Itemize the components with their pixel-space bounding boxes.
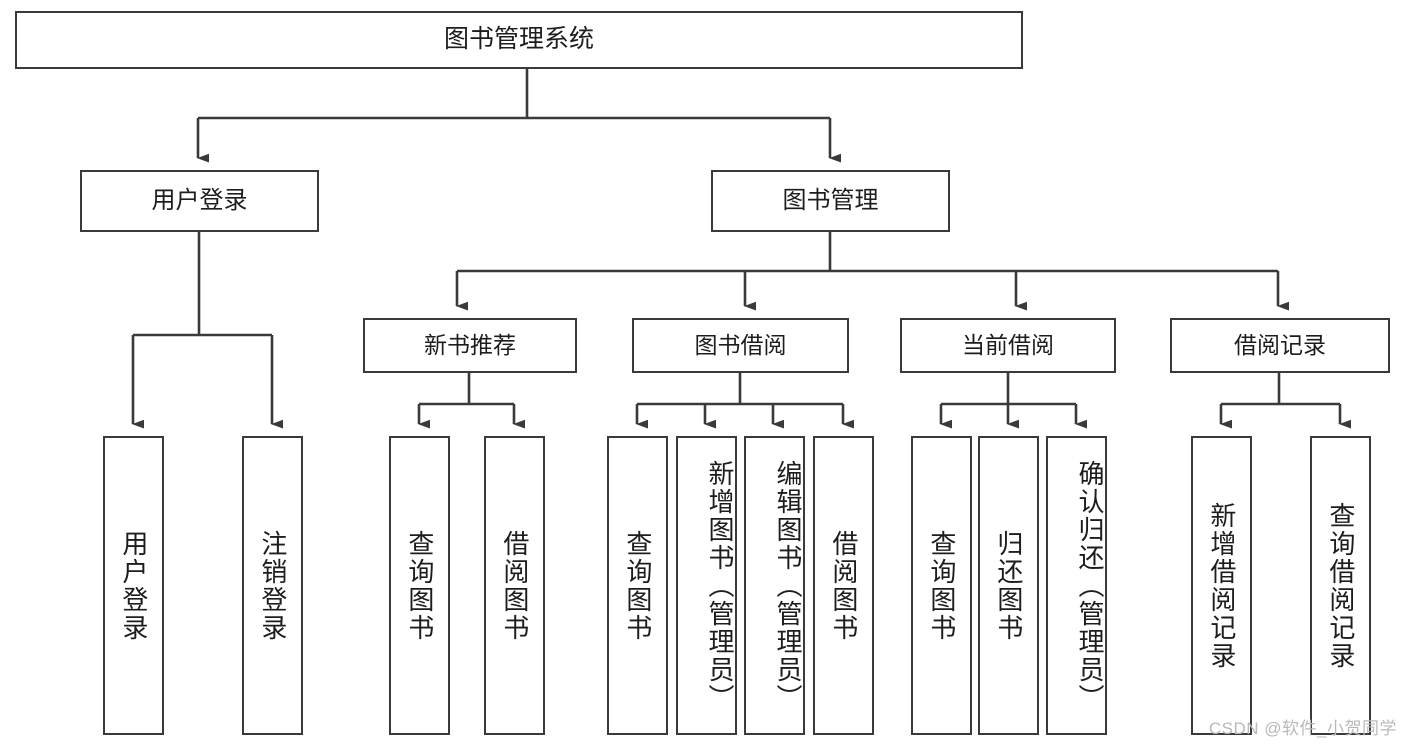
leaf-edit-book-admin[interactable]: 编辑图书（管理员） bbox=[744, 436, 805, 735]
node-borrow-record[interactable]: 借阅记录 bbox=[1170, 318, 1390, 373]
leaf-query-book-recommend[interactable]: 查询图书 bbox=[389, 436, 450, 735]
leaf-query-book-current[interactable]: 查询图书 bbox=[911, 436, 972, 735]
watermark: CSDN @软件_小贺同学 bbox=[1208, 719, 1397, 738]
node-root[interactable]: 图书管理系统 bbox=[15, 11, 1023, 69]
node-book-borrow[interactable]: 图书借阅 bbox=[632, 318, 849, 373]
node-current-borrow[interactable]: 当前借阅 bbox=[900, 318, 1116, 373]
leaf-logout[interactable]: 注销登录 bbox=[242, 436, 303, 735]
node-book-management[interactable]: 图书管理 bbox=[711, 170, 950, 232]
leaf-return-book[interactable]: 归还图书 bbox=[978, 436, 1039, 735]
leaf-add-borrow-record[interactable]: 新增借阅记录 bbox=[1191, 436, 1252, 735]
leaf-query-borrow-record[interactable]: 查询借阅记录 bbox=[1310, 436, 1371, 735]
leaf-user-login[interactable]: 用户登录 bbox=[103, 436, 164, 735]
leaf-add-book-admin[interactable]: 新增图书（管理员） bbox=[676, 436, 737, 735]
leaf-confirm-return-admin[interactable]: 确认归还（管理员） bbox=[1046, 436, 1107, 735]
leaf-borrow-book[interactable]: 借阅图书 bbox=[813, 436, 874, 735]
node-new-book-recommend[interactable]: 新书推荐 bbox=[363, 318, 577, 373]
leaf-query-book-borrow[interactable]: 查询图书 bbox=[607, 436, 668, 735]
node-user-login[interactable]: 用户登录 bbox=[80, 170, 319, 232]
leaf-borrow-book-recommend[interactable]: 借阅图书 bbox=[484, 436, 545, 735]
